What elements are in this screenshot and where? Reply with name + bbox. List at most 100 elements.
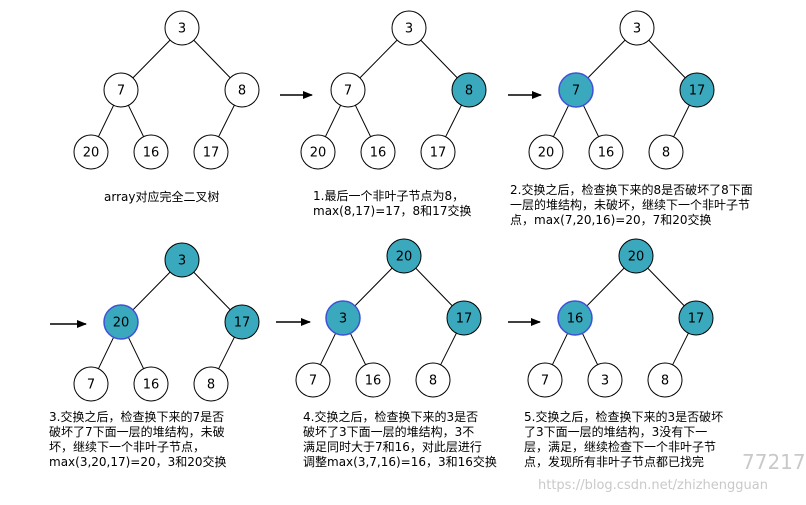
- tree-node: 16: [133, 366, 169, 402]
- tree-edge: [445, 104, 462, 138]
- tree-node: 3: [619, 10, 655, 46]
- tree-edge: [672, 332, 689, 366]
- node-label: 20: [113, 316, 130, 331]
- tree-edge: [648, 39, 686, 79]
- caption-line: 满足同时大于7和16，对此层进行: [303, 440, 482, 454]
- tree-node: 20: [300, 134, 336, 170]
- caption-line: 破坏了7下面一层的堆结构，未破: [49, 425, 225, 439]
- tree-node: 3: [587, 362, 623, 398]
- tree-edge: [319, 333, 337, 365]
- node-label: 3: [178, 254, 186, 269]
- caption-step-1: 1.最后一个非叶子节点为8， max(8,17)=17，8和17交换: [313, 189, 471, 219]
- node-circle: [527, 362, 563, 398]
- tree-edge: [218, 104, 235, 138]
- caption-array-tree: array对应完全二叉树: [104, 190, 219, 205]
- node-circle: [133, 134, 169, 170]
- node-label: 20: [628, 250, 645, 265]
- tree-node: 17: [679, 72, 715, 108]
- node-circle: [648, 134, 684, 170]
- node-circle: [224, 304, 260, 340]
- caption-line: 层，满足，继续检查下一个非叶子节: [524, 440, 717, 454]
- tree-edge: [354, 267, 393, 307]
- node-circle: [295, 362, 331, 398]
- caption-line: 了3下面一层的堆结构，3没有下一: [524, 425, 708, 439]
- tree-edge: [420, 39, 458, 79]
- tree-edge: [218, 336, 235, 370]
- tree-node: 7: [295, 362, 331, 398]
- tree-edge: [97, 337, 115, 369]
- caption-line: 4.交换之后，检查换下来的3是否: [303, 410, 479, 424]
- tree-node: 16: [360, 134, 396, 170]
- node-label: 16: [143, 146, 160, 161]
- node-label: 16: [598, 146, 615, 161]
- tree-edge: [193, 39, 231, 79]
- tree-node: 7: [103, 72, 139, 108]
- caption-line: 破坏了3下面一层的堆结构，3不: [303, 425, 475, 439]
- node-circle: [133, 366, 169, 402]
- caption-line: max(8,17)=17，8和17交换: [313, 204, 472, 218]
- tree-edge: [647, 267, 685, 307]
- tree-node: 20: [386, 238, 422, 274]
- node-circle: [360, 134, 396, 170]
- node-circle: [164, 10, 200, 46]
- node-label: 3: [601, 374, 609, 389]
- tree-node: 8: [193, 366, 229, 402]
- caption-line: 一层的堆结构，未破坏，继续下一个非叶子节: [510, 198, 751, 212]
- tree-node: 3: [164, 10, 200, 46]
- node-label: 16: [567, 312, 584, 327]
- node-label: 7: [344, 84, 352, 99]
- tree-node: 8: [415, 362, 451, 398]
- node-label: 20: [538, 146, 555, 161]
- caption-line: 调整max(3,7,16)=16，3和16交换: [303, 455, 497, 469]
- node-label: 17: [203, 146, 220, 161]
- tree-edge: [552, 105, 570, 137]
- tree-edge: [132, 39, 171, 79]
- tree-node: 17: [420, 134, 456, 170]
- caption-line: array对应完全二叉树: [104, 190, 220, 204]
- caption-line: 点，发现所有非叶子节点都已找完: [524, 455, 705, 469]
- caption-line: 点，max(7,20,16)=20，7和20交换: [510, 213, 712, 227]
- node-circle: [678, 300, 714, 336]
- node-circle: [588, 134, 624, 170]
- node-label: 16: [370, 146, 387, 161]
- caption-line: 2.交换之后，检查换下来的8是否破坏了8下面: [510, 183, 753, 197]
- node-label: 16: [143, 378, 160, 393]
- tree-edge: [587, 39, 626, 79]
- node-circle: [73, 134, 109, 170]
- tree-node: 17: [193, 134, 229, 170]
- tree-edge: [586, 267, 625, 307]
- tree-edge: [354, 105, 372, 137]
- tree-edge: [673, 104, 690, 138]
- tree-node: 20: [103, 304, 139, 340]
- tree-node: 16: [355, 362, 391, 398]
- node-label: 8: [465, 84, 473, 99]
- tree-node: 17: [224, 304, 260, 340]
- node-circle: [446, 300, 482, 336]
- node-label: 20: [310, 146, 327, 161]
- tree-node: 16: [557, 300, 593, 336]
- node-label: 7: [117, 84, 125, 99]
- tree-node: 17: [446, 300, 482, 336]
- tree-edge: [132, 271, 171, 311]
- watermark-url: https://blog.csdn.net/zhizhengguan: [538, 478, 768, 493]
- node-circle: [557, 300, 593, 336]
- node-circle: [193, 134, 229, 170]
- tree-edge: [324, 105, 342, 137]
- tree-edge: [127, 337, 145, 369]
- node-label: 17: [688, 312, 705, 327]
- tree-node: 7: [527, 362, 563, 398]
- node-circle: [224, 72, 260, 108]
- caption-line: 1.最后一个非叶子节点为8，: [313, 189, 465, 203]
- node-circle: [103, 72, 139, 108]
- node-label: 3: [339, 312, 347, 327]
- node-circle: [679, 72, 715, 108]
- node-circle: [330, 72, 366, 108]
- tree-node: 7: [330, 72, 366, 108]
- node-circle: [528, 134, 564, 170]
- node-circle: [300, 134, 336, 170]
